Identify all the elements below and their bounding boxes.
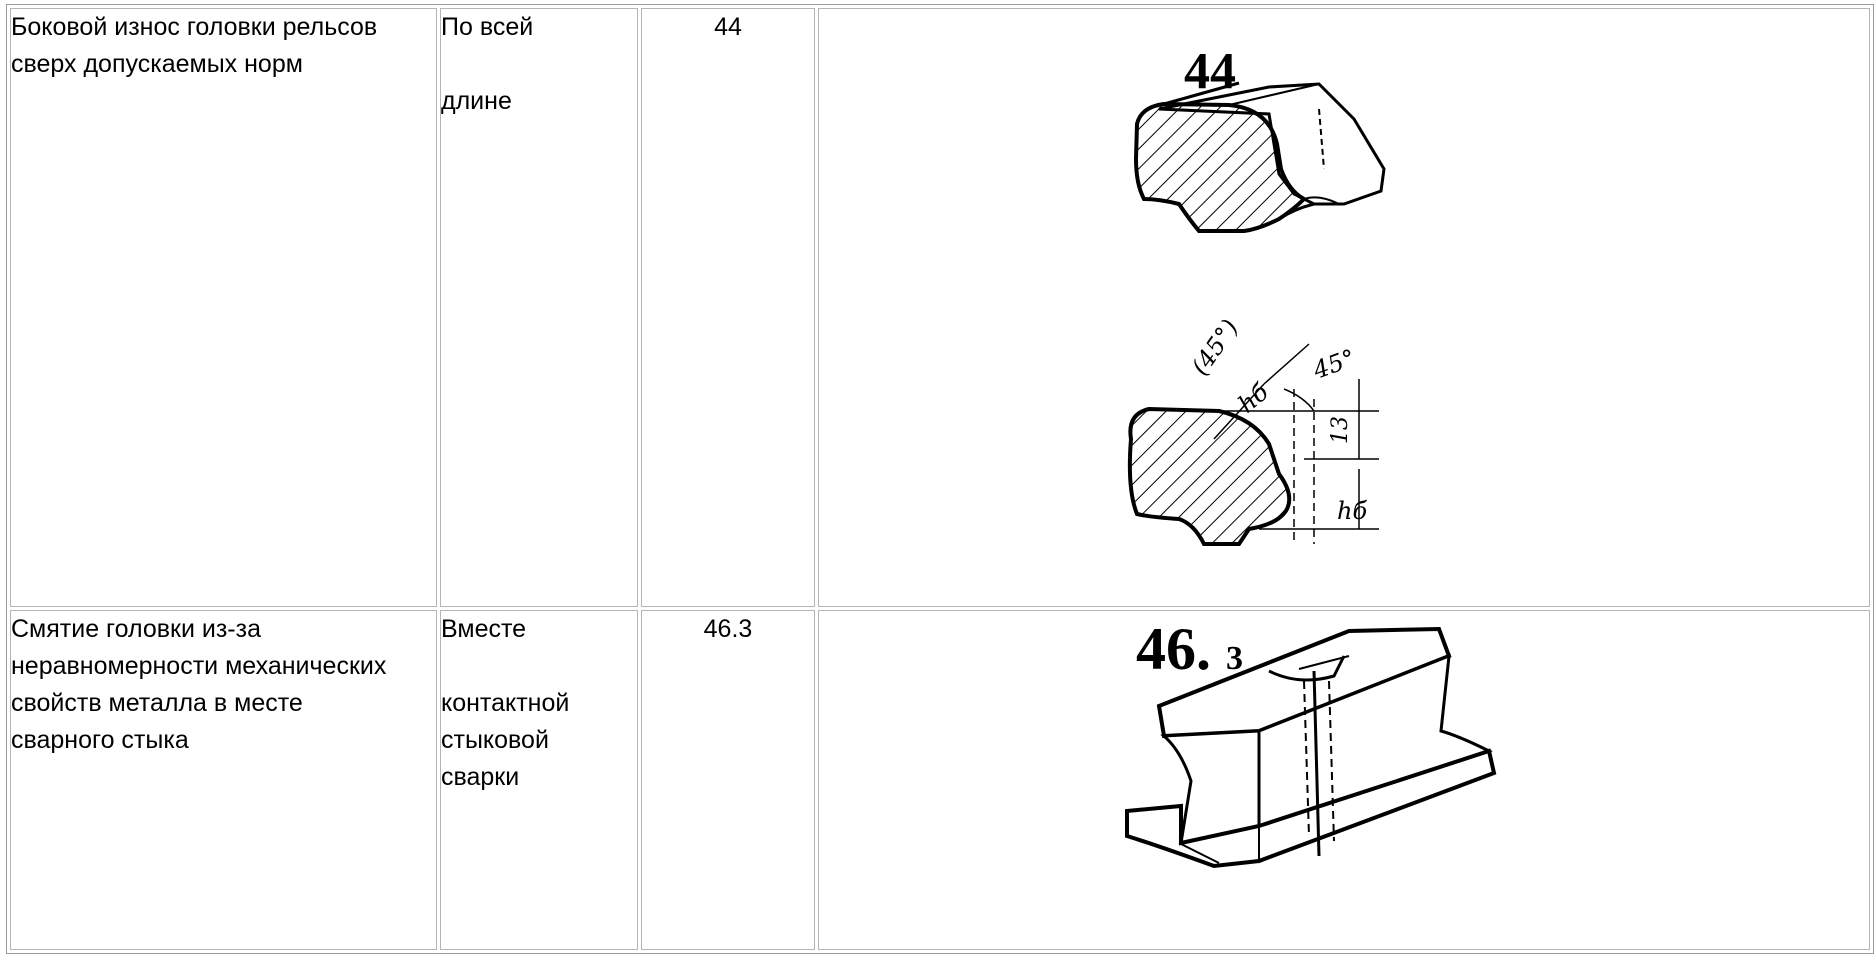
figure-label-main: 46. xyxy=(1136,616,1211,682)
figure-label-sub: 3 xyxy=(1226,640,1243,677)
extent-line: сварки xyxy=(441,763,520,791)
defect-code-cell: 46.3 xyxy=(641,610,815,950)
angle-label: 45° xyxy=(1309,344,1359,385)
table-row: Боковой износ головки рельсов сверх допу… xyxy=(10,8,1870,607)
description-line: сверх допускаемых норм xyxy=(11,50,303,78)
description-line: неравномерности механических xyxy=(11,652,387,680)
table-row: Смятие головки из-за неравномерности мех… xyxy=(10,610,1870,950)
defect-code: 44 xyxy=(714,13,742,41)
extent-line: стыковой xyxy=(441,726,549,754)
extent-line: По всей xyxy=(441,13,534,41)
welded-rail-joint-drawing xyxy=(1125,626,1497,869)
defect-figure-cell: 44 xyxy=(818,8,1870,607)
defect-figure-cell: 46. 3 xyxy=(818,610,1870,950)
description-line: Боковой износ головки рельсов xyxy=(11,13,378,41)
defect-description-cell: Смятие головки из-за неравномерности мех… xyxy=(10,610,437,950)
figure-label: 46. 3 xyxy=(1136,619,1243,679)
figure-label: 44 xyxy=(1184,43,1236,100)
description-line: свойств металла в месте xyxy=(11,689,303,717)
extent-line: длине xyxy=(441,87,512,115)
rail-section-dimension-drawing: (45°) hб 45° 13 hб xyxy=(1127,319,1379,546)
defect-description-cell: Боковой износ головки рельсов сверх допу… xyxy=(10,8,437,607)
extent-line: контактной xyxy=(441,689,570,717)
angle-label-bracketed: (45°) xyxy=(1186,319,1244,380)
description-line: сварного стыка xyxy=(11,726,189,754)
defect-code-cell: 44 xyxy=(641,8,815,607)
dimension-13-label: 13 xyxy=(1328,416,1353,444)
defect-extent-cell: По всей длине xyxy=(440,8,638,607)
defect-extent-cell: Вместе контактной стыковой сварки xyxy=(440,610,638,950)
description-line: Смятие головки из-за xyxy=(11,615,261,643)
hb-label-bottom: hб xyxy=(1337,497,1367,525)
rail-head-wear-drawing xyxy=(1133,81,1386,233)
defects-table: Боковой износ головки рельсов сверх допу… xyxy=(6,4,1874,954)
defect-code: 46.3 xyxy=(703,615,753,643)
extent-line: Вместе xyxy=(441,615,527,643)
